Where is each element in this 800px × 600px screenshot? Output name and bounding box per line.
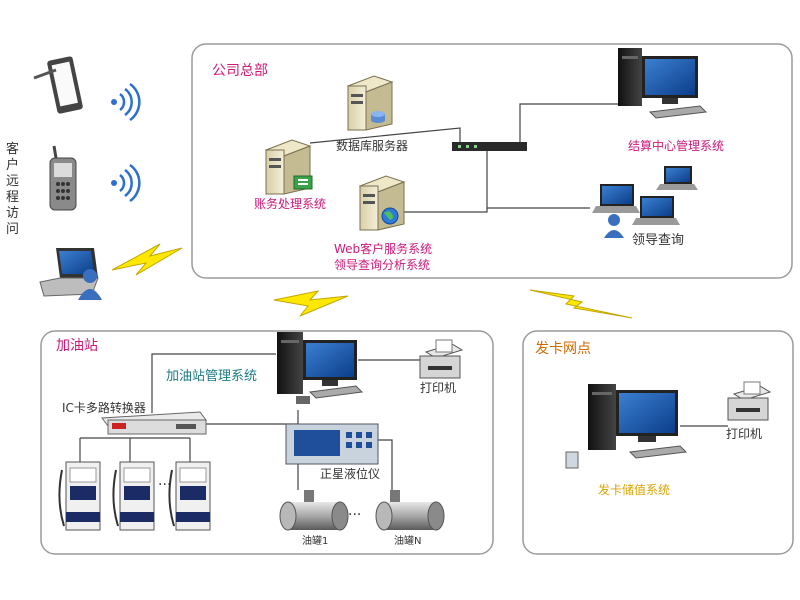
hq-region-label: 公司总部 [212, 63, 268, 79]
lightning-bolt-icon [529, 289, 633, 319]
billing-server-icon [264, 139, 313, 195]
station-region-label: 加油站 [56, 338, 98, 354]
settlement-label: 结算中心管理系统 [628, 139, 725, 153]
mobile-phone-icon [49, 145, 77, 211]
web-service-label-2: 领导查询分析系统 [334, 258, 431, 272]
tank-n-label: 油罐N [394, 536, 422, 547]
card-point-panel [522, 330, 794, 555]
level-gauge-label: 正星液位仪 [320, 467, 381, 481]
wifi-icon [111, 82, 141, 122]
web-service-label-1: Web客户服务系统 [334, 242, 433, 256]
hq-connections [309, 103, 618, 213]
tank-ellipsis: ··· [348, 507, 362, 523]
station-printer-label: 打印机 [420, 381, 457, 395]
card-point-printer-icon [727, 381, 772, 421]
station-panel [40, 330, 494, 555]
lightning-bolt-icon [273, 290, 349, 317]
card-point-printer-label: 打印机 [726, 427, 763, 441]
laptop-user-icon [39, 248, 102, 300]
card-point-region-label: 发卡网点 [535, 341, 591, 357]
station-workstation-icon [277, 332, 364, 404]
billing-label: 账务处理系统 [254, 197, 327, 211]
settlement-workstation-icon [618, 48, 708, 119]
fuel-dispenser-icon [168, 461, 211, 531]
leader-query-label: 领导查询 [632, 233, 685, 248]
database-server-icon [346, 75, 394, 131]
ic-converter-label: IC卡多路转换器 [62, 401, 146, 415]
db-server-label: 数据库服务器 [336, 139, 409, 153]
lightning-bolt-icon [111, 243, 183, 276]
leader-query-laptops-icon [592, 166, 698, 238]
fuel-tank-icon [279, 490, 349, 531]
tablet-icon [33, 56, 83, 114]
ic-converter-icon [101, 411, 207, 435]
station-management-label: 加油站管理系统 [166, 369, 258, 384]
hq-panel [191, 43, 793, 279]
remote-access-label: 客户远程访问 [6, 142, 20, 237]
fuel-dispenser-icon [112, 461, 155, 531]
tank-1-label: 油罐1 [302, 536, 329, 547]
wifi-icon [111, 163, 141, 203]
card-storage-label: 发卡储值系统 [598, 483, 671, 497]
level-gauge-icon [285, 423, 379, 465]
dispenser-ellipsis: ··· [158, 477, 172, 493]
fuel-tank-icon [375, 490, 445, 531]
network-switch [452, 142, 527, 151]
fuel-dispenser-icon [58, 461, 101, 531]
card-point-workstation-icon [565, 384, 688, 469]
web-server-icon [358, 175, 406, 231]
station-printer-icon [419, 339, 464, 379]
